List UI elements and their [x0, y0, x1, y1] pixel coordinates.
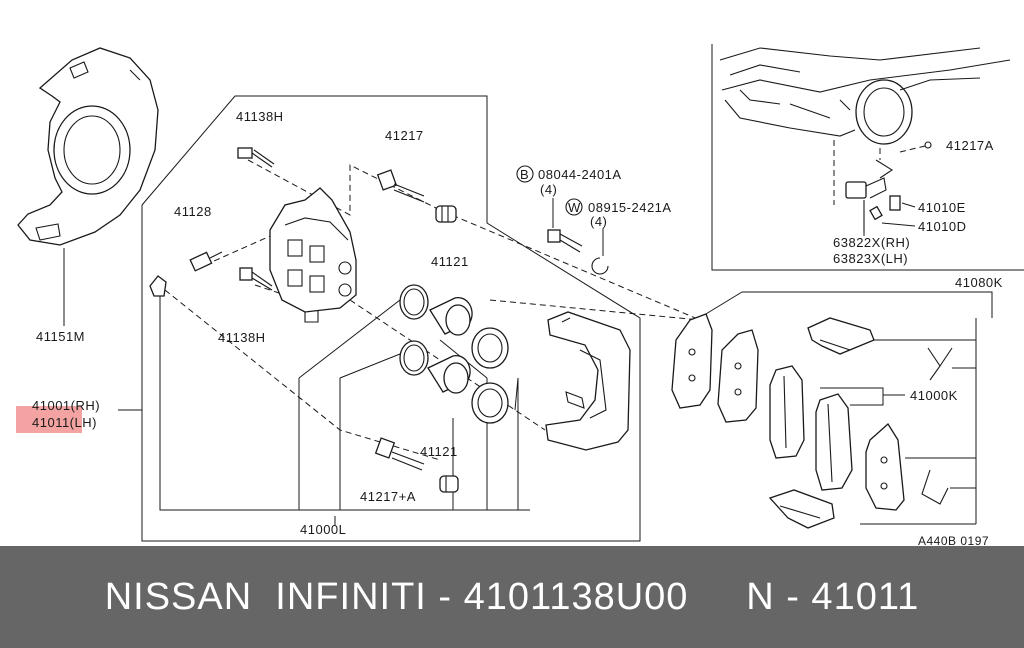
bleeder-cap-drawing	[149, 275, 167, 297]
parts-diagram: 41151M 41001(RH) 41011(LH) 41138H 41128 …	[16, 44, 1024, 546]
label-41138h-mid: 41138H	[218, 330, 266, 345]
diagram-code: A440B 0197	[918, 534, 989, 546]
label-b-mark: B	[520, 167, 529, 182]
washer-w-drawing	[591, 257, 609, 275]
guide-pin-bottom-drawing	[374, 437, 425, 471]
label-41121-top: 41121	[431, 254, 469, 269]
shim-right-drawing	[717, 329, 759, 423]
label-63822x-rh: 63822X(RH)	[833, 235, 910, 250]
piston-seals-drawing	[399, 284, 509, 424]
pad-outer-drawing	[769, 365, 805, 459]
bolt-b-drawing	[547, 229, 583, 253]
bolt-mid-drawing	[239, 267, 273, 291]
highlight-box	[16, 406, 82, 433]
label-caliper-rh: 41001(RH)	[32, 398, 100, 413]
label-41000k: 41000K	[910, 388, 958, 403]
label-41217a: 41217A	[946, 138, 994, 153]
w-mark-circle	[565, 198, 583, 216]
footer-bar: NISSAN INFINITI - 4101138U00 N - 41011	[0, 546, 1024, 648]
bleeder-drawing	[189, 251, 223, 272]
torque-member-drawing	[545, 311, 631, 451]
spring-top-drawing	[927, 347, 953, 381]
guide-pin-top-drawing	[376, 169, 425, 203]
clip-top-drawing	[807, 317, 875, 355]
label-caliper-lh: 41011(LH)	[32, 415, 97, 430]
label-63823x-lh: 63823X(LH)	[833, 251, 908, 266]
label-41217a-bottom: 41217+A	[360, 489, 416, 504]
label-41010e: 41010E	[918, 200, 966, 215]
dust-shield-drawing	[17, 47, 159, 246]
label-08915-2421a: 08915-2421A	[588, 200, 672, 215]
label-washer-w-qty: (4)	[590, 214, 607, 229]
spring-bottom-drawing	[921, 469, 949, 505]
label-41151m: 41151M	[36, 329, 85, 344]
boot-bottom-drawing	[439, 475, 459, 493]
shim-left-drawing	[671, 313, 713, 409]
label-41121-bottom: 41121	[420, 444, 458, 459]
boot-top-drawing	[435, 205, 457, 223]
shim-back-drawing	[865, 423, 905, 511]
label-41010d: 41010D	[918, 219, 967, 234]
label-41217-top: 41217	[385, 128, 424, 143]
label-41000l: 41000L	[300, 522, 346, 537]
car-inset-drawing	[719, 47, 1011, 145]
label-w-mark: W	[568, 200, 581, 215]
label-41080k: 41080K	[955, 275, 1003, 290]
b-mark-circle	[516, 165, 534, 183]
clip-bottom-drawing	[768, 489, 835, 529]
wear-sensor-drawing	[845, 159, 901, 232]
bolt-top-drawing	[237, 147, 275, 168]
label-08044-2401a: 08044-2401A	[538, 167, 622, 182]
label-41128: 41128	[174, 204, 212, 219]
pad-inner-drawing	[815, 393, 853, 491]
caliper-body-drawing	[269, 187, 357, 323]
label-41138h-top: 41138H	[236, 109, 284, 124]
footer-part-number: NISSAN INFINITI - 4101138U00 N - 41011	[104, 575, 920, 618]
label-bolt-b-qty: (4)	[540, 182, 557, 197]
